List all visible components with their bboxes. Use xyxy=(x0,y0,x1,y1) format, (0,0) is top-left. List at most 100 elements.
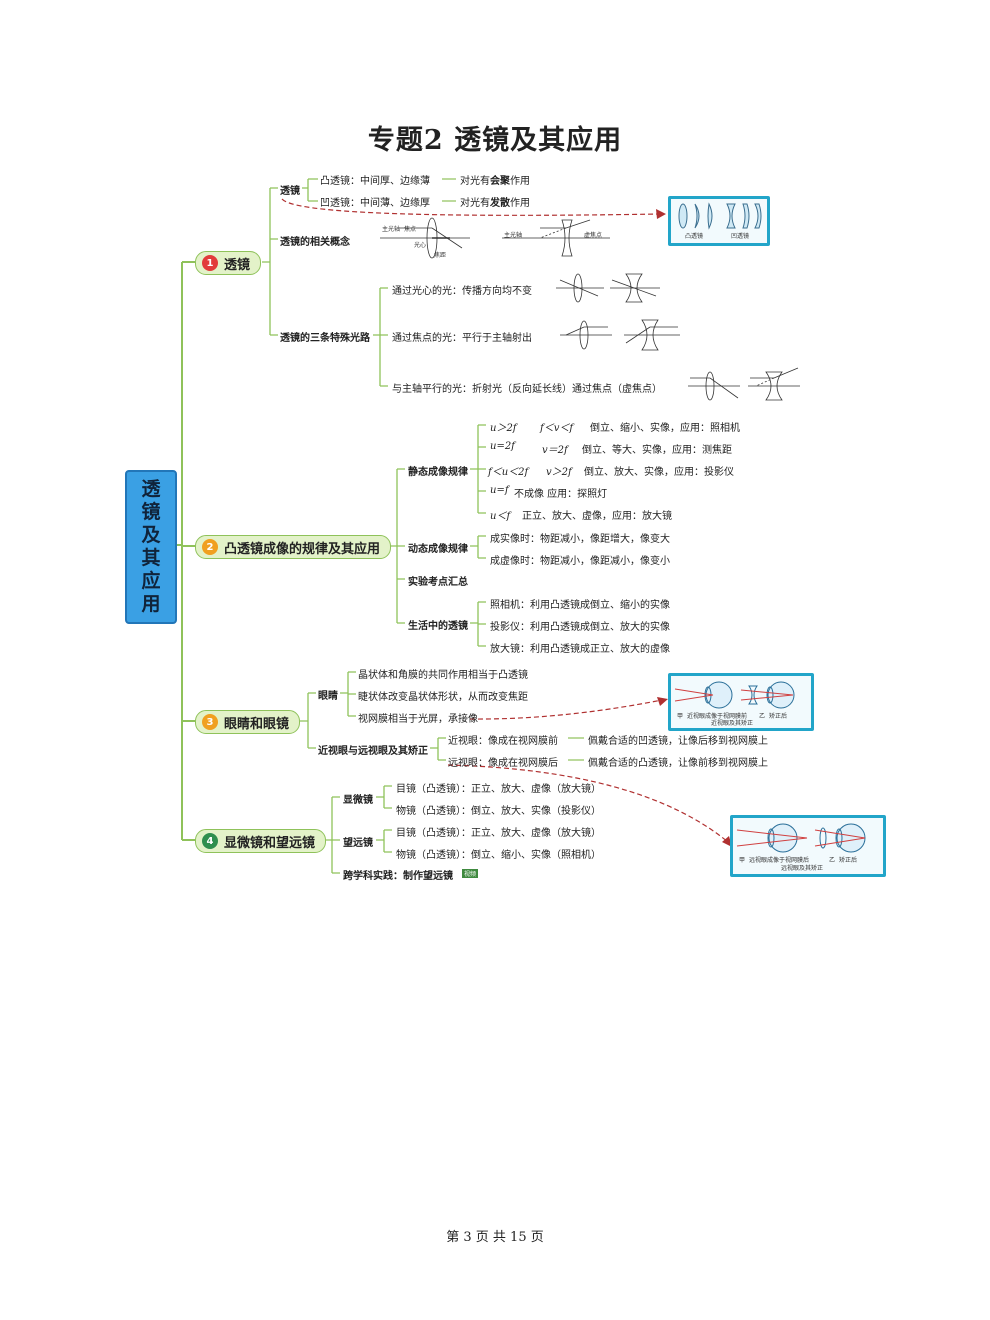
leaf-micro-objective: 物镜（凸透镜）：倒立、放大、实像（投影仪） xyxy=(396,806,601,817)
leaf-eye-lens: 晶状体和角膜的共同作用相当于凸透镜 xyxy=(358,670,528,681)
leaf-tele-eyepiece: 目镜（凸透镜）：正立、放大、虚像（放大镜） xyxy=(396,828,601,839)
caption: 远视眼及其矫正 xyxy=(781,865,824,872)
rule-text: 倒立、等大、实像，应用：测焦距 xyxy=(582,445,732,456)
leaf-convex: 凸透镜：中间厚、边缘薄 xyxy=(320,176,430,187)
leaf-camera: 照相机：利用凸透镜成倒立、缩小的实像 xyxy=(490,600,670,611)
caption: 甲 xyxy=(739,857,746,864)
rule-v: f＜v＜f xyxy=(540,423,574,434)
sub-practice: 跨学科实践：制作望远镜 xyxy=(343,871,453,882)
branch-number: 1 xyxy=(202,255,218,271)
root-char: 透 xyxy=(141,478,161,500)
branch-label: 透镜 xyxy=(224,257,251,273)
leaf-concave: 凹透镜：中间薄、边缘厚 xyxy=(320,198,430,209)
branch-number: 4 xyxy=(202,833,218,849)
leaf-hyperopia-fix: 佩戴合适的凸透镜，让像前移到视网膜上 xyxy=(588,758,768,769)
leaf-magnifier: 放大镜：利用凸透镜成正立、放大的虚像 xyxy=(490,644,670,655)
sub-static-rules: 静态成像规律 xyxy=(408,467,468,478)
effect-text: 作用 xyxy=(510,176,530,187)
rule-v: v＝2f xyxy=(542,445,568,456)
ray-diagrams xyxy=(556,273,800,401)
branch-label: 凸透镜成像的规律及其应用 xyxy=(224,541,381,557)
leaf-ray-focus: 通过焦点的光：平行于主轴射出 xyxy=(392,333,532,344)
lens-shapes xyxy=(678,202,762,230)
sub-lens: 透镜 xyxy=(280,186,300,197)
branch-label: 眼睛和眼镜 xyxy=(224,716,290,732)
leaf-projector: 投影仪：利用凸透镜成倒立、放大的实像 xyxy=(490,622,670,633)
effect-text: 作用 xyxy=(510,198,530,209)
caption: 矫正后 xyxy=(769,713,788,720)
caption: 乙 xyxy=(829,857,836,864)
caption: 近视眼成像于视网膜前 xyxy=(687,713,748,720)
branch-number: 3 xyxy=(202,714,218,730)
effect-keyword: 会聚 xyxy=(490,176,510,187)
sub-special-rays: 透镜的三条特殊光路 xyxy=(280,333,370,344)
leaf-micro-eyepiece: 目镜（凸透镜）：正立、放大、虚像（放大镜） xyxy=(396,784,601,795)
concave-caption: 凹透镜 xyxy=(731,233,750,240)
myopia-image: 甲 近视眼成像于视网膜前 乙 矫正后 近视眼及其矫正 xyxy=(668,673,814,731)
sub-experiment: 实验考点汇总 xyxy=(408,577,468,588)
leaf-convex-effect: 对光有会聚作用 xyxy=(460,172,530,187)
leaf-ray-parallel: 与主轴平行的光：折射光（反向延长线）通过焦点（虚焦点） xyxy=(392,384,662,395)
leaf-myopia: 近视眼：像成在视网膜前 xyxy=(448,736,558,747)
root-char: 镜 xyxy=(141,501,161,523)
video-tag[interactable]: 视频 xyxy=(462,869,479,878)
leaf-ray-optical-center: 通过光心的光：传播方向均不变 xyxy=(392,286,532,297)
rule-v: v＞2f xyxy=(546,467,572,478)
leaf-tele-objective: 物镜（凸透镜）：倒立、缩小、实像（照相机） xyxy=(396,850,601,861)
sub-microscope: 显微镜 xyxy=(343,795,373,806)
root-char: 用 xyxy=(141,593,161,615)
sub-dynamic-rules: 动态成像规律 xyxy=(408,544,468,555)
branch-lens: 1 透镜 xyxy=(195,251,262,275)
leaf-dynamic-real: 成实像时：物距减小，像距增大，像变大 xyxy=(490,534,670,545)
page-footer: 第 3 页 共 15 页 xyxy=(446,1230,544,1245)
caption: 矫正后 xyxy=(839,857,858,864)
sub-life-lenses: 生活中的透镜 xyxy=(408,621,468,632)
leaf-retina: 视网膜相当于光屏，承接像 xyxy=(358,714,478,725)
fig-label: 虚焦点 xyxy=(584,232,603,239)
fig-label: 光心 xyxy=(414,242,427,249)
fig-label: 主光轴 xyxy=(382,226,401,233)
rule-u: u＞2f xyxy=(490,423,517,434)
leaf-hyperopia: 远视眼：像成在视网膜后 xyxy=(448,758,558,769)
branch-label: 显微镜和望远镜 xyxy=(224,835,316,851)
sub-telescope: 望远镜 xyxy=(343,838,373,849)
root-char: 其 xyxy=(141,547,161,569)
fig-label: 焦点 xyxy=(404,226,417,233)
branch-eyes: 3 眼睛和眼镜 xyxy=(195,710,301,734)
leaf-concave-effect: 对光有发散作用 xyxy=(460,194,530,209)
root-char: 应 xyxy=(141,570,161,592)
branch-microscope-telescope: 4 显微镜和望远镜 xyxy=(195,829,327,853)
lens-types-image: 凸透镜 凹透镜 xyxy=(668,196,770,246)
lens-concept-figure xyxy=(380,217,470,259)
branch-imaging: 2 凸透镜成像的规律及其应用 xyxy=(195,535,392,559)
fig-label: 主光轴 xyxy=(504,232,523,239)
rule-u: u=f xyxy=(490,485,509,496)
page-title: 专题2 透镜及其应用 xyxy=(367,125,623,156)
leaf-myopia-fix: 佩戴合适的凹透镜，让像后移到视网膜上 xyxy=(588,736,768,747)
hyperopia-image: 甲 远视眼成像于视网膜后 乙 矫正后 远视眼及其矫正 xyxy=(730,815,886,877)
branch-number: 2 xyxy=(202,539,218,555)
rule-u: u=2f xyxy=(490,441,515,452)
leaf-ciliary: 睫状体改变晶状体形状，从而改变焦距 xyxy=(358,692,528,703)
eye-diagram xyxy=(674,681,795,709)
caption: 远视眼成像于视网膜后 xyxy=(749,857,810,864)
rule-text: 不成像 应用：探照灯 xyxy=(514,489,608,500)
sub-eye: 眼睛 xyxy=(318,691,338,702)
effect-keyword: 发散 xyxy=(490,198,510,209)
rule-text: 倒立、缩小、实像，应用：照相机 xyxy=(590,423,740,434)
concave-concept-figure xyxy=(502,219,610,257)
rule-u: u＜f xyxy=(490,511,511,522)
convex-caption: 凸透镜 xyxy=(685,233,704,240)
root-node: 透 镜 及 其 应 用 xyxy=(125,470,177,624)
rule-u: f＜u＜2f xyxy=(488,467,529,478)
caption: 乙 xyxy=(759,713,766,720)
root-char: 及 xyxy=(141,524,161,546)
caption: 甲 xyxy=(677,713,684,720)
fig-label: 焦距 xyxy=(434,252,447,259)
rule-text: 倒立、放大、实像，应用：投影仪 xyxy=(584,467,734,478)
sub-correction: 近视眼与远视眼及其矫正 xyxy=(318,746,428,757)
eye-diagram xyxy=(736,823,866,853)
sub-concepts: 透镜的相关概念 xyxy=(280,237,350,248)
effect-text: 对光有 xyxy=(460,198,490,209)
